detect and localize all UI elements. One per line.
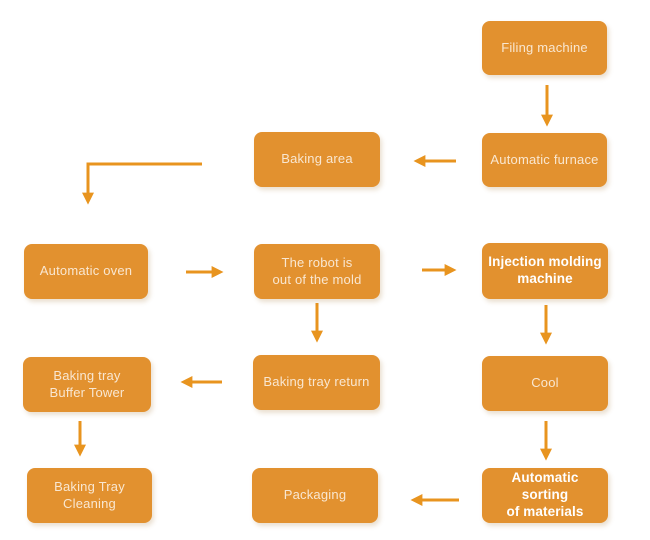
flow-node-baking-tray-buffer-tower: Baking tray Buffer Tower bbox=[23, 357, 151, 412]
flow-node-cool: Cool bbox=[482, 356, 608, 411]
flow-node-baking-tray-cleaning: Baking Tray Cleaning bbox=[27, 468, 152, 523]
flow-node-automatic-oven: Automatic oven bbox=[24, 244, 148, 299]
flow-node-baking-tray-return: Baking tray return bbox=[253, 355, 380, 410]
arrow-baking-area-to-automatic-oven bbox=[82, 162, 202, 205]
flow-node-packaging: Packaging bbox=[252, 468, 378, 523]
flow-node-baking-area: Baking area bbox=[254, 132, 380, 187]
flow-node-filing-machine: Filing machine bbox=[482, 21, 607, 75]
flow-node-injection-molding-machine: Injection molding machine bbox=[482, 243, 608, 299]
flow-node-robot-out-of-mold: The robot is out of the mold bbox=[254, 244, 380, 299]
flow-node-automatic-sorting: Automatic sorting of materials bbox=[482, 468, 608, 523]
flow-node-automatic-furnace: Automatic furnace bbox=[482, 133, 607, 187]
